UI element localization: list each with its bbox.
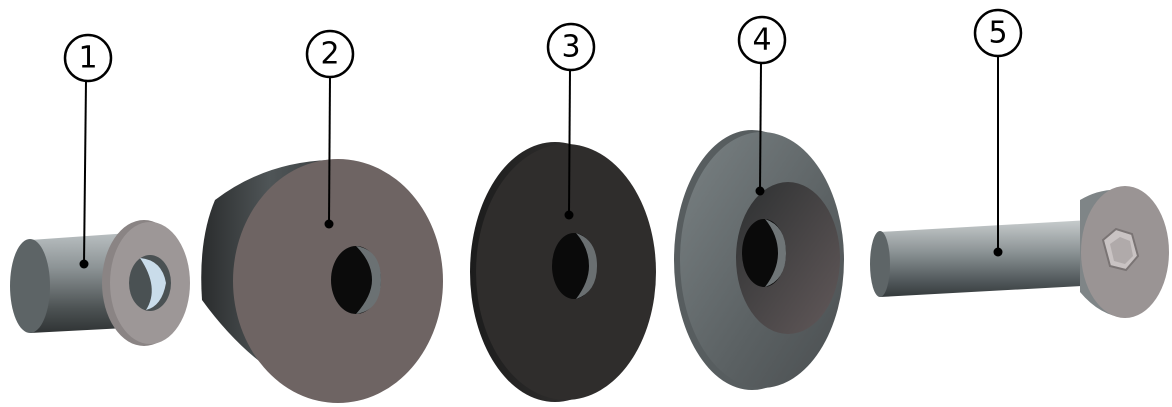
callout-number: 4 [752,23,771,58]
part-1-flanged-bushing [10,220,190,346]
leader-dot [994,248,1003,257]
bolt-shank [880,220,1100,297]
leader-line [760,63,761,191]
callout-number: 3 [561,30,580,65]
leader-line [329,77,330,224]
callout-number: 5 [988,16,1007,51]
part-4-countersunk-washer [674,130,844,390]
leader-dot [325,220,334,229]
leader-dot [565,211,574,220]
callout-number: 2 [320,37,339,72]
callout-1: 1 [65,35,111,269]
callout-number: 1 [78,41,97,76]
part-5-countersunk-bolt [870,186,1169,318]
leader-dot [756,187,765,196]
callout-5: 5 [975,10,1021,257]
leader-dot [80,260,89,269]
bolt-shank-end [870,231,890,297]
part-2-conical-spacer [201,159,443,403]
bushing-sleeve-end [10,239,50,333]
part-3-washer [470,142,656,402]
leader-line [569,70,570,215]
